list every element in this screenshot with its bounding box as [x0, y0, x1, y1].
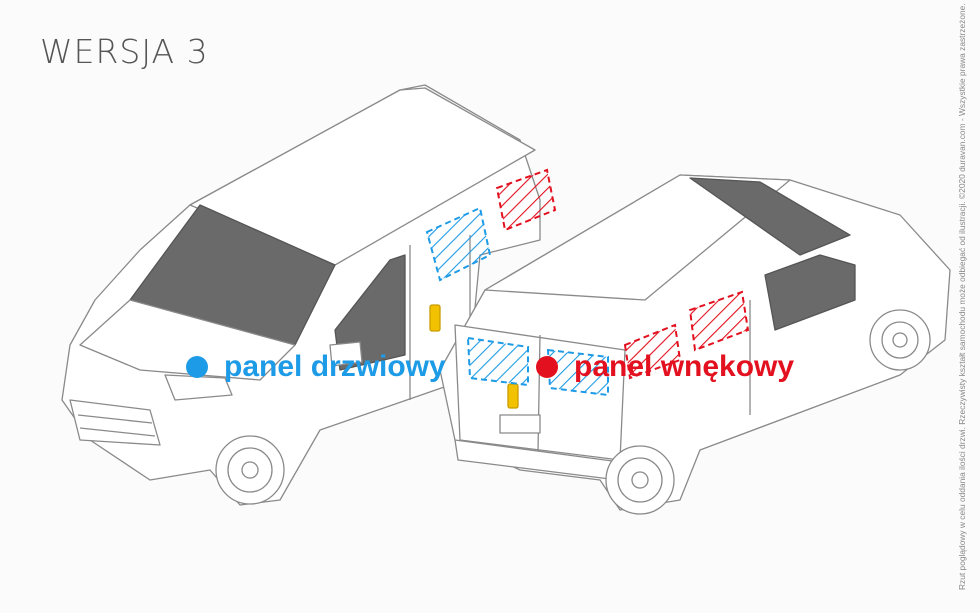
legend-door-label: panel drzwiowy — [224, 350, 446, 383]
legend-niche-panel: panel wnękowy — [536, 350, 794, 384]
van-front-view — [61, 84, 541, 506]
door-handle-yellow — [429, 304, 441, 332]
niche-panel-red-right-1 — [623, 323, 682, 380]
rear-handle-yellow — [507, 383, 519, 409]
door-panel-blue-rear-1 — [466, 336, 529, 387]
van-rear-view — [439, 174, 951, 515]
niche-panel-red-left — [495, 168, 557, 232]
page-title: WERSJA 3 — [40, 32, 209, 71]
red-dot-icon — [536, 356, 558, 378]
niche-panel-red-right-2 — [688, 290, 750, 352]
legend-niche-label: panel wnękowy — [574, 350, 795, 383]
disclaimer-text: Rzut poglądowy w celu oddania ilości drz… — [957, 3, 967, 590]
legend-door-panel: panel drzwiowy — [186, 350, 446, 384]
door-panel-blue-left — [425, 206, 492, 282]
door-panel-blue-rear-2 — [546, 348, 609, 397]
roof-window — [689, 177, 851, 256]
blue-dot-icon — [186, 356, 208, 378]
side-window-rear — [764, 254, 856, 331]
